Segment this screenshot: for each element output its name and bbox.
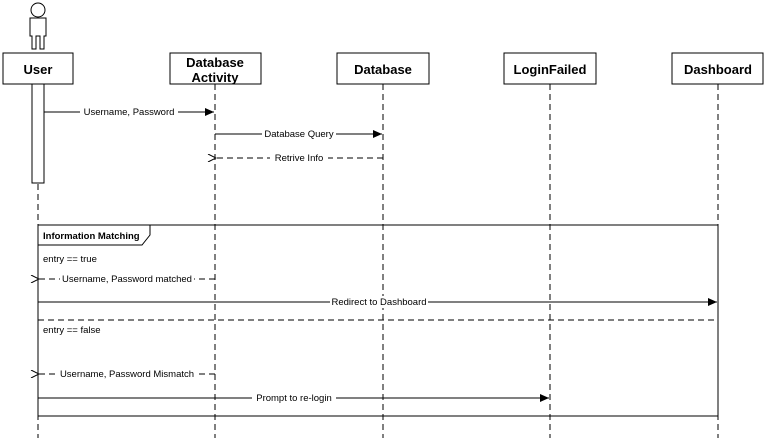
fragment-information-matching: Information Matching entry == true entry… <box>37 224 719 417</box>
message-prompt-relogin-label: Prompt to re-login <box>256 393 332 404</box>
message-retrive-info-label: Retrive Info <box>275 153 324 164</box>
participant-dashboard-label: Dashboard <box>684 62 752 77</box>
message-redirect-dashboard-label: Redirect to Dashboard <box>331 297 426 308</box>
message-prompt-relogin: Prompt to re-login <box>38 392 549 404</box>
message-password-mismatch-label: Username, Password Mismatch <box>60 369 194 380</box>
message-database-query: Database Query <box>215 128 382 140</box>
participant-database-activity-line2: Activity <box>192 70 240 85</box>
message-password-matched-label: Username, Password matched <box>62 274 192 285</box>
user-activation-bar <box>31 83 45 184</box>
participant-database-label: Database <box>354 62 412 77</box>
message-password-mismatch: Username, Password Mismatch <box>39 368 215 380</box>
message-username-password-label: Username, Password <box>84 107 175 118</box>
participant-login-failed-label: LoginFailed <box>514 62 587 77</box>
user-actor-icon <box>29 2 47 50</box>
message-database-query-label: Database Query <box>264 129 333 140</box>
participant-login-failed[interactable]: LoginFailed <box>503 52 597 85</box>
participant-database[interactable]: Database <box>336 52 430 85</box>
message-username-password: Username, Password <box>44 106 214 118</box>
fragment-title: Information Matching <box>43 231 140 242</box>
participant-user[interactable]: User <box>2 52 74 85</box>
message-redirect-dashboard: Redirect to Dashboard <box>38 296 717 308</box>
participant-dashboard[interactable]: Dashboard <box>671 52 764 85</box>
participant-user-label: User <box>24 62 53 77</box>
message-password-matched: Username, Password matched <box>39 273 215 285</box>
participant-database-activity-line1: Database <box>186 55 244 70</box>
guard-entry-true: entry == true <box>43 254 97 265</box>
message-retrive-info: Retrive Info <box>216 152 383 164</box>
participant-database-activity[interactable]: Database Activity <box>169 52 262 85</box>
guard-entry-false: entry == false <box>43 325 101 336</box>
